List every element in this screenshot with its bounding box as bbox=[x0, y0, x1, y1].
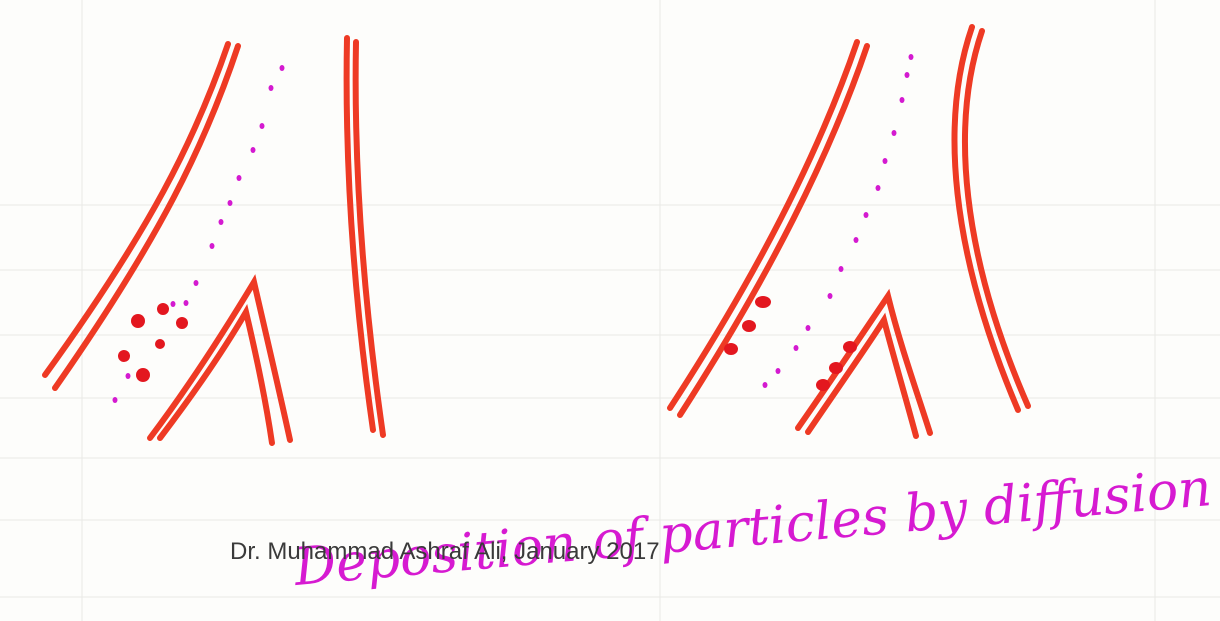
particle bbox=[843, 341, 857, 353]
particle bbox=[755, 296, 771, 308]
left-airway-bifurcation bbox=[45, 38, 383, 443]
author-credit: Dr. Muhammad Ashraf Ali, January 2017 bbox=[230, 538, 660, 566]
particle bbox=[136, 368, 150, 382]
particle bbox=[829, 362, 843, 374]
right-airway-outer-wall-a bbox=[670, 42, 857, 408]
particle bbox=[118, 350, 130, 362]
left-deposited-particles bbox=[118, 303, 188, 382]
particle bbox=[157, 303, 169, 315]
particle bbox=[816, 379, 830, 391]
particle bbox=[742, 320, 756, 332]
left-carina-inner bbox=[160, 312, 272, 443]
particle bbox=[155, 339, 165, 349]
particle bbox=[724, 343, 738, 355]
left-airway-right-wall-b bbox=[356, 42, 383, 435]
right-airway-bifurcation bbox=[670, 27, 1028, 436]
handwritten-title: Deposition of particles by diffusion bbox=[291, 458, 1214, 598]
particle bbox=[131, 314, 145, 328]
particle bbox=[176, 317, 188, 329]
